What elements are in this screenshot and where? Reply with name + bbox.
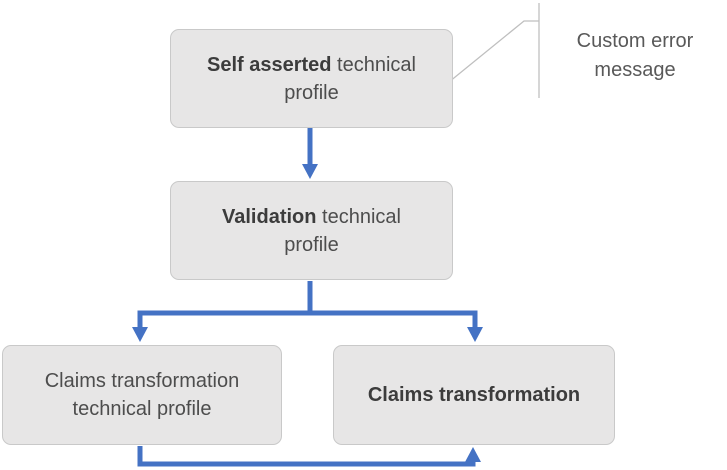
node-label: Validation technical profile <box>195 203 428 259</box>
callout-leader-line <box>448 3 540 98</box>
callout-custom-error-message: Custom error message <box>576 30 694 81</box>
node-label-bold: Self asserted <box>206 53 332 76</box>
node-label-rest: technical profile <box>284 205 401 256</box>
node-label: Claims transformation technical profile <box>27 367 257 423</box>
arrow-validation-branch <box>132 281 483 342</box>
node-label-bold: Validation <box>222 205 317 228</box>
arrow-claims-tp-to-claims-transformation <box>137 446 481 467</box>
node-claims-transformation-technical-profile: Claims transformation technical profile <box>2 345 282 445</box>
arrow-self-asserted-to-validation <box>302 128 318 179</box>
node-label-bold: Claims transformation <box>367 384 581 406</box>
node-claims-transformation: Claims transformation <box>333 345 615 445</box>
node-label: Self asserted technical profile <box>195 51 428 107</box>
node-label-rest: technical profile <box>284 53 416 104</box>
node-label: Claims transformation <box>368 381 580 409</box>
node-label-rest: Claims transformation technical profile <box>44 370 240 420</box>
node-validation-technical-profile: Validation technical profile <box>170 181 453 280</box>
node-self-asserted-technical-profile: Self asserted technical profile <box>170 29 453 128</box>
